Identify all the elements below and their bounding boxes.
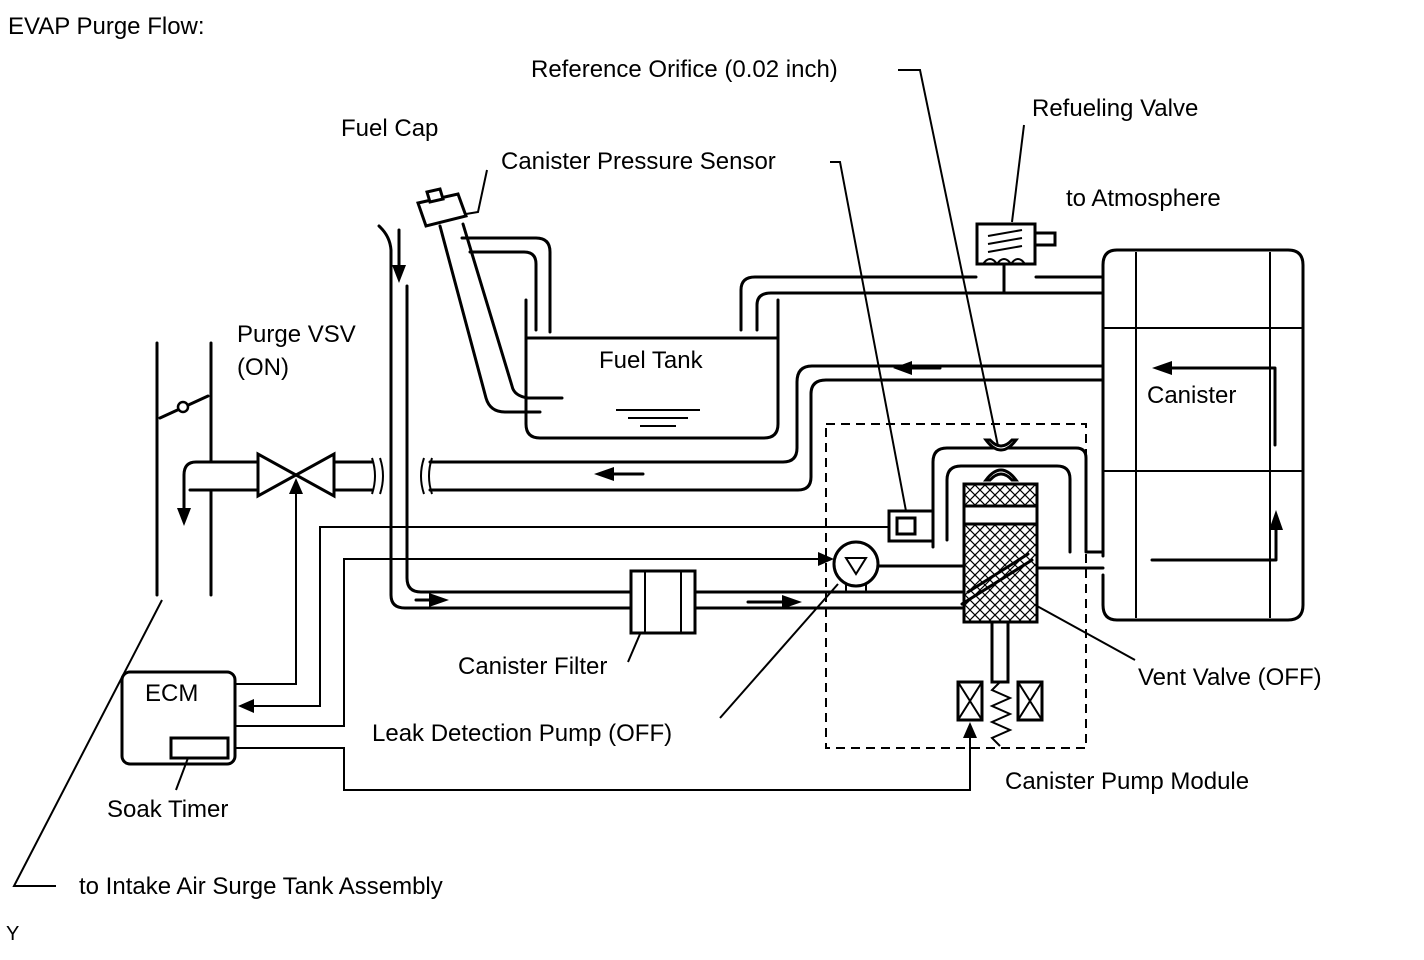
soak-timer-leader [175,757,189,791]
to-intake-label: to Intake Air Surge Tank Assembly [79,873,443,900]
canister-pressure-sensor-label: Canister Pressure Sensor [501,148,776,175]
reference-orifice-leader [898,69,999,447]
canister-filter-label: Canister Filter [458,653,607,680]
canister-filter [629,569,697,635]
intake-leader-line [12,599,163,887]
leak-detection-pump [832,540,966,592]
filter-line [377,224,633,610]
tank-vent-pipe [460,236,552,334]
canister-body [1101,248,1305,622]
diagram-title: EVAP Purge Flow: [8,13,205,40]
purge-line [420,361,1105,495]
vent-valve-solenoid [956,680,1044,747]
ecm-label: ECM [145,680,198,707]
pressure-sensor-leader [830,161,907,512]
tank-canister-pipe [739,275,1105,332]
reference-orifice [982,438,1020,482]
to-atmosphere-label: to Atmosphere [1066,185,1221,212]
soak-timer-label: Soak Timer [107,796,228,823]
purge-vsv-valve [209,451,384,499]
canister-pressure-sensor [887,509,935,543]
vent-valve [960,482,1039,684]
vent-valve-label: Vent Valve (OFF) [1138,664,1322,691]
refueling-valve [975,222,1057,295]
fuel-cap [416,187,468,228]
canister-filter-leader [627,633,641,663]
canister-pump-module-label: Canister Pump Module [1005,768,1249,795]
fuel-tank-label: Fuel Tank [599,347,704,374]
purge-vsv-label: Purge VSV [237,321,356,348]
ecm-box [120,670,237,766]
refueling-valve-leader [1011,124,1025,223]
fuel-cap-label: Fuel Cap [341,115,438,142]
filler-neck [438,222,564,414]
refueling-valve-label: Refueling Valve [1032,95,1198,122]
reference-orifice-label: Reference Orifice (0.02 inch) [531,56,838,83]
canister-pump-module-box [825,423,1087,749]
purge-vsv-state-label: (ON) [237,354,289,381]
corner-mark: Y [6,923,19,945]
module-bypass-pipe [931,446,1105,554]
intake-pipe [155,341,213,597]
filter-to-module-line [693,566,1105,610]
ecm-wiring [235,478,977,791]
canister-label: Canister [1147,382,1236,409]
leak-detection-pump-leader [719,583,839,719]
fuel-cap-leader [465,169,488,215]
leak-detection-pump-label: Leak Detection Pump (OFF) [372,720,672,747]
fuel-tank [524,298,780,440]
vent-valve-leader [1036,605,1136,661]
